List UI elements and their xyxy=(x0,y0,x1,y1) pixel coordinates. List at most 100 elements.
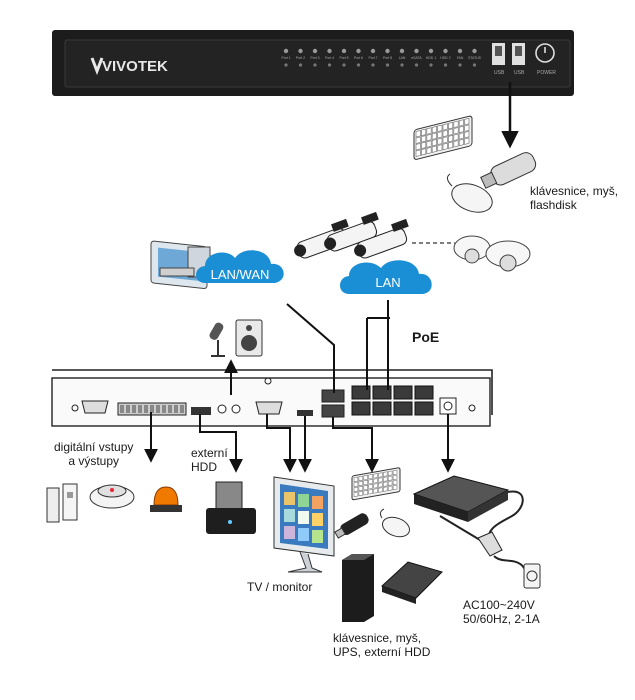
rear-usb-devices-label-line-1: klávesnice, myš, xyxy=(333,631,422,645)
external-hdd-label: externí HDD xyxy=(191,446,228,474)
status-led-label: HDD 2 xyxy=(440,56,450,60)
digital-io-label-line-2: a výstupy xyxy=(68,454,120,468)
mouse-icon xyxy=(379,508,411,538)
ups-icon xyxy=(342,554,374,622)
status-led: Port 1 xyxy=(281,48,291,67)
wall-socket-icon xyxy=(523,563,541,589)
keyboard-key xyxy=(421,135,427,143)
keyboard-key xyxy=(387,485,393,491)
smoke-detector-icon xyxy=(89,484,135,509)
keyboard-key xyxy=(426,127,432,135)
flash-drive-icon xyxy=(334,513,369,539)
keyboard-key xyxy=(442,129,448,138)
keyboard-key xyxy=(431,145,437,153)
keyboard-key xyxy=(368,489,373,495)
status-led-label: HDD 1 xyxy=(426,56,436,60)
keyboard-key xyxy=(358,485,364,492)
audio-out-port xyxy=(231,404,241,414)
keyboard-key xyxy=(373,473,378,479)
keyboard-key xyxy=(363,489,368,496)
keyboard-key xyxy=(453,120,459,129)
flash-drive-icon xyxy=(480,152,537,189)
video-thumbnail xyxy=(298,511,309,524)
status-led-label: Port 8 xyxy=(383,56,392,60)
keyboard-key xyxy=(392,469,398,476)
power-spec-label: AC100~240V 50/60Hz, 2-1A xyxy=(463,598,540,626)
connection-lines xyxy=(144,300,455,473)
keyboard-key xyxy=(464,117,470,126)
keyboard-key xyxy=(448,141,454,149)
power-adapter-icon xyxy=(412,475,524,547)
external-hdd-label-line-2: HDD xyxy=(191,460,217,474)
poe-port xyxy=(372,401,392,416)
keyboard-key xyxy=(353,476,359,483)
audio-in-port xyxy=(217,404,227,414)
bullet-camera-icon xyxy=(294,211,409,259)
terminal-pin xyxy=(120,405,124,413)
digital-io-label-line-1: digitální vstupy xyxy=(54,440,134,454)
power-spec-label-line-1: AC100~240V xyxy=(463,598,535,612)
status-led: HDD 1 xyxy=(426,48,436,67)
keyboard-key xyxy=(383,481,388,487)
keyboard-key xyxy=(437,131,443,139)
vga-port xyxy=(255,401,283,415)
video-thumbnail xyxy=(298,528,309,541)
keyboard-key xyxy=(378,487,383,493)
keyboard-icon xyxy=(351,467,401,501)
keyboard-key xyxy=(373,478,378,484)
poe-port xyxy=(393,401,413,416)
keyboard-key xyxy=(392,474,398,481)
keyboard-key xyxy=(458,119,464,127)
status-led: Port 7 xyxy=(368,48,378,67)
keyboard-key xyxy=(426,133,432,142)
keyboard-key xyxy=(373,488,378,494)
poe-port xyxy=(414,401,434,416)
vivotek-logo: VIVOTEK xyxy=(90,57,168,76)
status-led: Port 2 xyxy=(296,48,305,67)
video-thumbnail xyxy=(284,526,295,539)
status-led: FAN xyxy=(457,48,464,67)
terminal-pin xyxy=(144,405,148,413)
keyboard-key xyxy=(448,121,454,130)
keyboard-key xyxy=(392,484,398,491)
nvr-rear-panel xyxy=(51,369,493,427)
terminal-pin xyxy=(126,405,130,413)
keyboard-key xyxy=(426,140,432,148)
speaker-icon xyxy=(235,319,263,357)
rear-usb-port xyxy=(297,410,313,416)
video-thumbnail xyxy=(312,513,323,526)
keyboard-key xyxy=(442,123,448,131)
keyboard-key xyxy=(358,480,364,487)
keyboard-key xyxy=(442,142,448,151)
status-led: Port 6 xyxy=(354,48,363,67)
poe-ports xyxy=(351,385,434,416)
keyboard-key xyxy=(453,140,459,148)
keyboard-key xyxy=(437,144,443,152)
monitor-icon xyxy=(273,476,335,573)
keyboard-key xyxy=(368,484,373,490)
keyboard-key xyxy=(437,137,443,146)
power-spec-label-line-2: 50/60Hz, 2-1A xyxy=(463,612,540,626)
status-led: Port 5 xyxy=(339,48,349,67)
lan-cloud-label: LAN xyxy=(375,275,400,290)
esata-port xyxy=(191,407,211,415)
keyboard-key xyxy=(437,124,443,133)
keyboard-key xyxy=(415,142,421,151)
usb-devices-label-line-2: flashdisk xyxy=(530,198,577,212)
status-led-label: STATUS xyxy=(468,56,482,60)
keyboard-key xyxy=(363,474,368,481)
terminal-pin xyxy=(168,405,172,413)
keyboard-key xyxy=(353,481,359,488)
terminal-pin xyxy=(138,405,142,413)
rear-usb-devices-label-line-2: UPS, externí HDD xyxy=(333,645,431,659)
status-led-label: FAN xyxy=(457,56,464,60)
keyboard-key xyxy=(363,484,368,491)
poe-port xyxy=(372,385,392,400)
keyboard-key xyxy=(458,138,464,147)
external-hdd-icon xyxy=(381,561,443,604)
video-thumbnail xyxy=(312,496,323,509)
poe-label: PoE xyxy=(412,329,440,345)
keyboard-key xyxy=(353,491,359,498)
keyboard-key xyxy=(415,129,421,138)
